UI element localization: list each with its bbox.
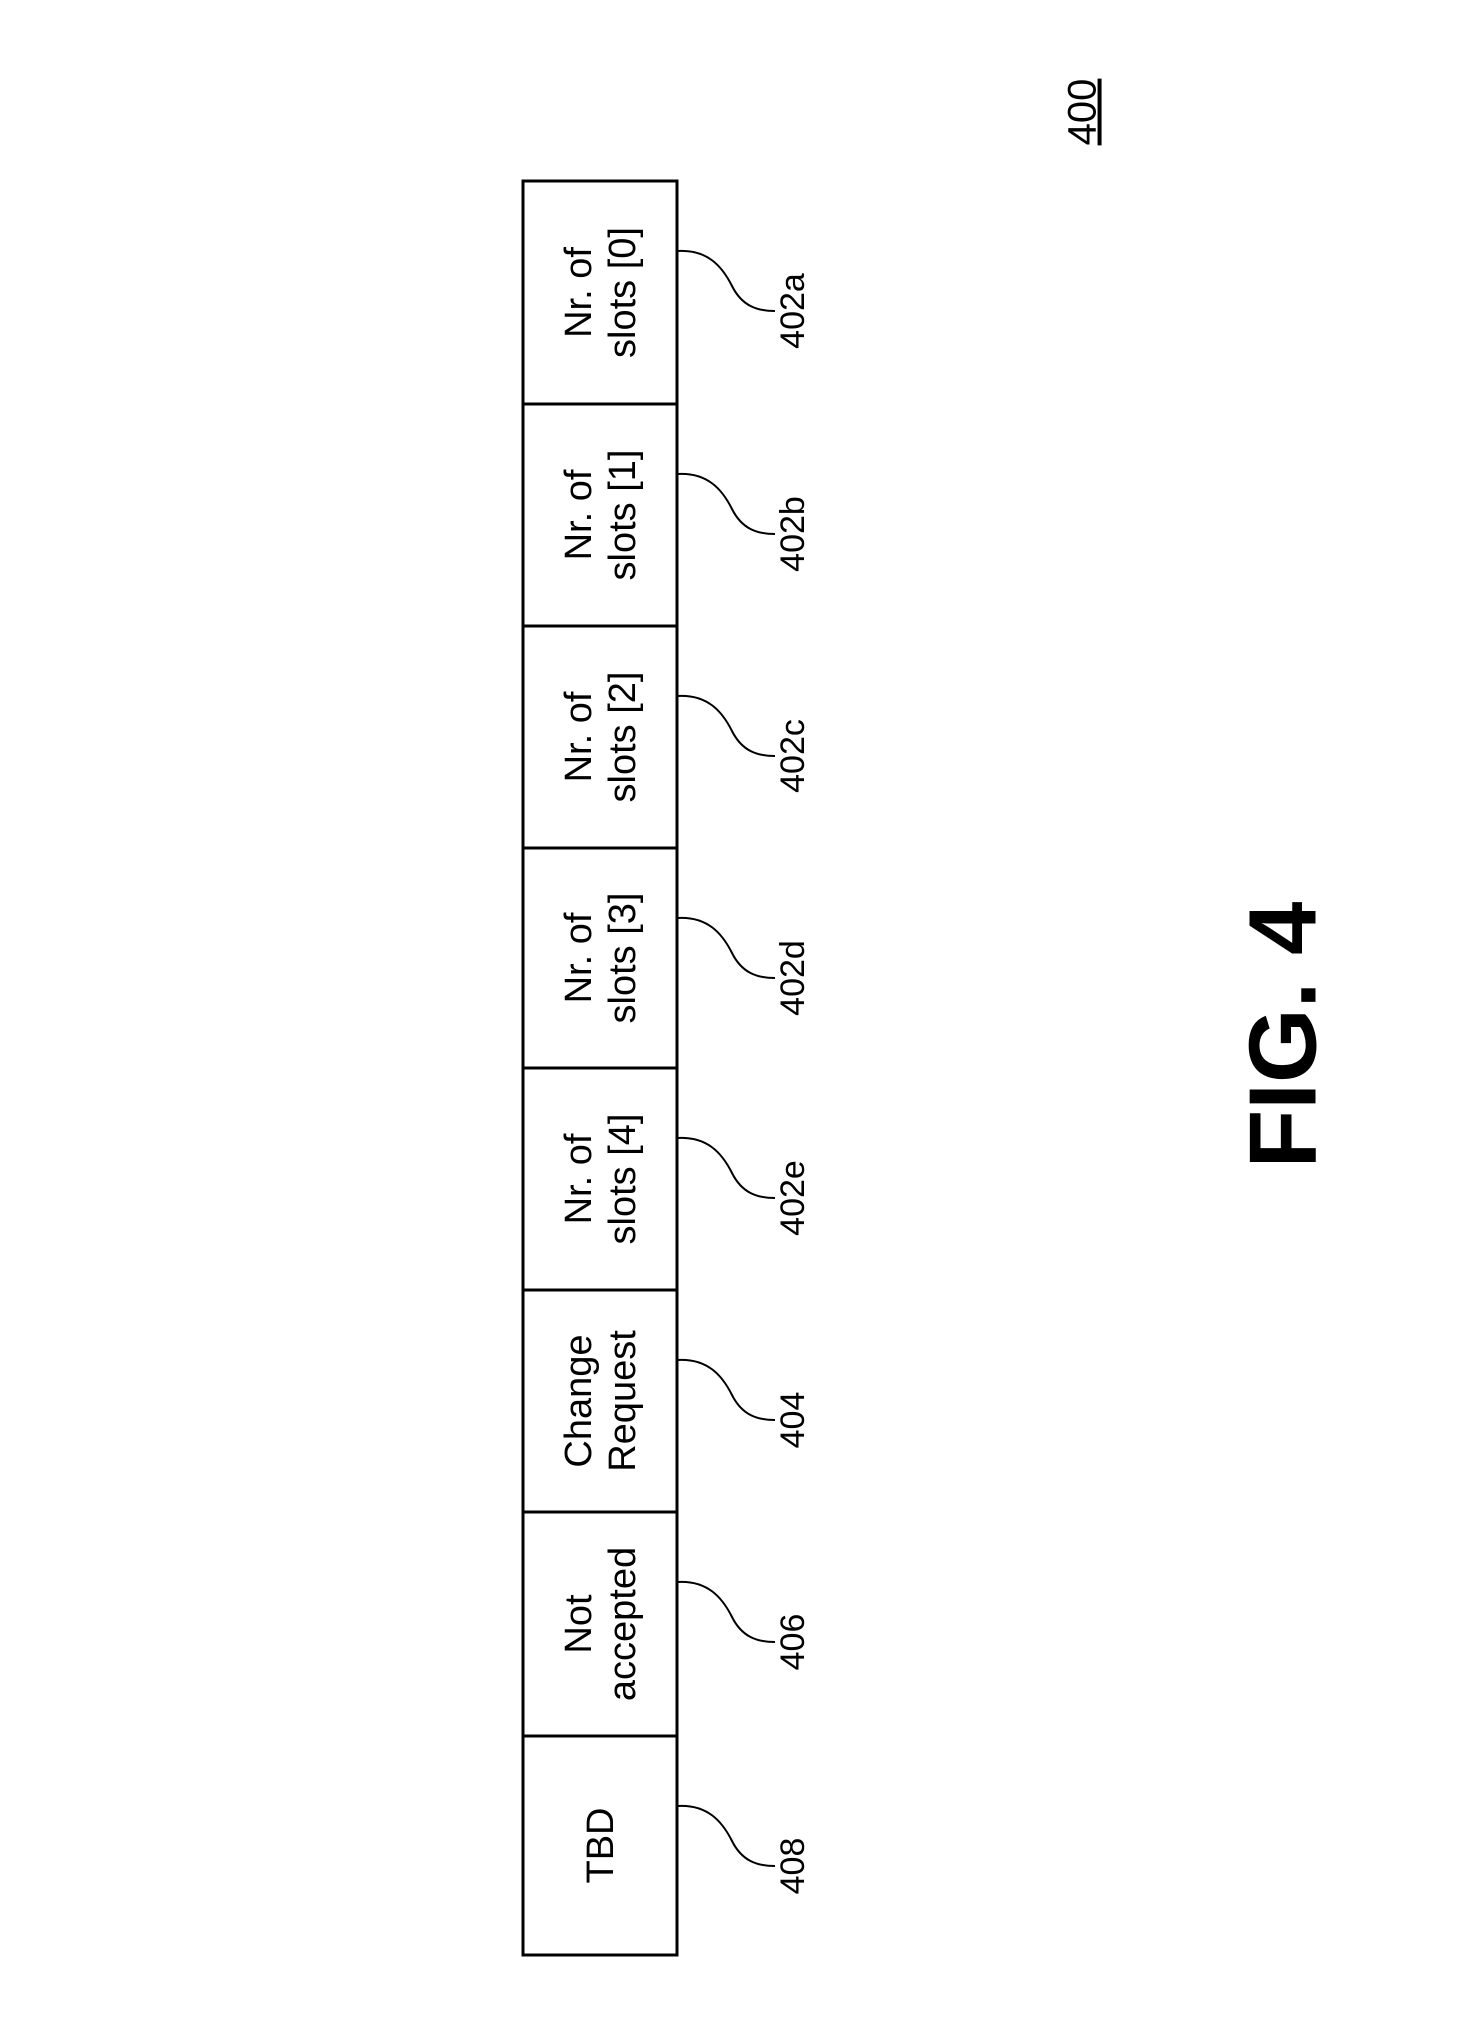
field-box bbox=[523, 181, 677, 404]
reference-numeral: 404 bbox=[774, 1392, 812, 1449]
leader-line bbox=[677, 1806, 775, 1866]
reference-numeral: 402c bbox=[774, 719, 812, 793]
field-label-line: Nr. of bbox=[558, 469, 600, 560]
field-box bbox=[523, 1512, 677, 1736]
diagram-number: 400 bbox=[1061, 79, 1105, 146]
field-label-line: Request bbox=[602, 1330, 644, 1472]
reference-numeral: 402e bbox=[774, 1160, 812, 1236]
field-label-line: Nr. of bbox=[558, 691, 600, 782]
field-label-line: slots [2] bbox=[602, 672, 644, 803]
leader-line bbox=[677, 1582, 775, 1642]
field-label-line: slots [0] bbox=[602, 227, 644, 358]
field-box bbox=[523, 626, 677, 848]
leader-line bbox=[677, 474, 775, 534]
reference-numeral: 408 bbox=[774, 1838, 812, 1895]
field-box bbox=[523, 1290, 677, 1512]
field-label-line: accepted bbox=[602, 1547, 644, 1701]
field-label-line: slots [1] bbox=[602, 450, 644, 581]
field-box bbox=[523, 848, 677, 1068]
field-label-line: slots [4] bbox=[602, 1114, 644, 1245]
leader-line bbox=[677, 251, 775, 311]
leader-line bbox=[677, 696, 775, 756]
leader-line bbox=[677, 1138, 775, 1198]
field-label-line: Nr. of bbox=[558, 912, 600, 1003]
reference-numeral: 402a bbox=[774, 273, 812, 349]
reference-numeral: 402d bbox=[774, 940, 812, 1016]
leader-line bbox=[677, 918, 775, 978]
figure-label: FIG. 4 bbox=[1229, 902, 1336, 1169]
reference-numeral: 402b bbox=[774, 496, 812, 572]
field-label-line: slots [3] bbox=[602, 893, 644, 1024]
field-label-line: Nr. of bbox=[558, 1133, 600, 1224]
leader-line bbox=[677, 1360, 775, 1420]
field-box bbox=[523, 1068, 677, 1290]
field-label-line: Change bbox=[558, 1334, 600, 1467]
field-box bbox=[523, 404, 677, 626]
field-stack: Nr. ofslots [0]402aNr. ofslots [1]402bNr… bbox=[523, 181, 812, 1955]
field-label-line: Not bbox=[558, 1594, 600, 1654]
field-label-line: Nr. of bbox=[558, 247, 600, 338]
field-label: TBD bbox=[580, 1808, 622, 1884]
field-label-line: TBD bbox=[580, 1808, 622, 1884]
reference-numeral: 406 bbox=[774, 1614, 812, 1671]
